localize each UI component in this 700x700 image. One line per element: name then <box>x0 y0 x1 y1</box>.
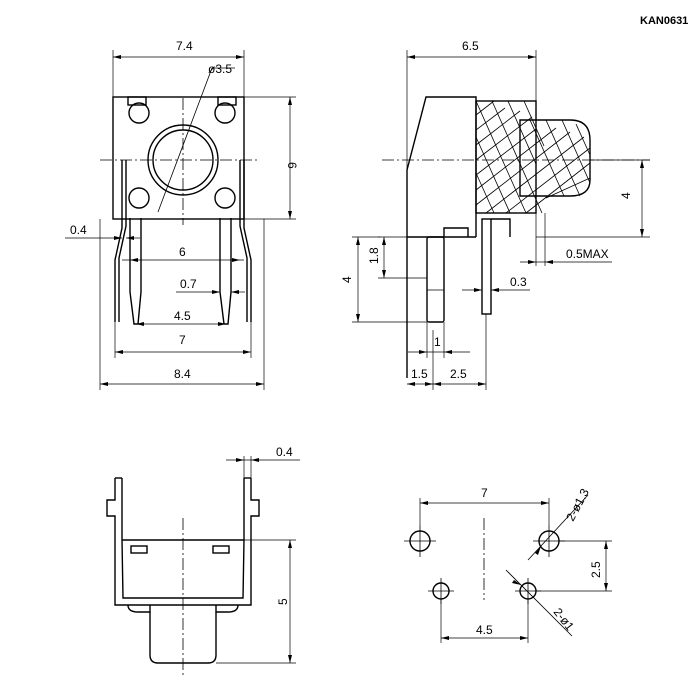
large-hole-leader <box>527 494 589 561</box>
side-body-outline <box>406 96 477 237</box>
dim-overall-width-label: 8.4 <box>174 367 191 381</box>
corner-hole-bl <box>128 187 150 209</box>
pin-left-outer <box>114 160 123 322</box>
side-plunger <box>475 100 591 214</box>
side-lead-left <box>426 236 445 323</box>
corner-hole-tr <box>214 102 236 124</box>
pin-right-inner <box>219 218 232 325</box>
dim-pin-width-label: 0.7 <box>180 277 197 291</box>
corner-pad-tl <box>127 96 147 106</box>
dim-side-height-label: 4 <box>619 192 633 199</box>
dim-pin-thickness-label: 0.4 <box>70 223 87 237</box>
side-view: 6.5 4 0.5MAX 1.8 4 0.3 <box>340 39 650 390</box>
diameter-label: ø3.5 <box>208 62 232 76</box>
dim-max-gap-label: 0.5MAX <box>566 247 609 261</box>
footprint-view: 7 2-ø1.3 2.5 2-ø1 4.5 <box>404 486 612 643</box>
large-holes-label: 2-ø1.3 <box>563 486 592 523</box>
dim-small-hole-spacing-label: 4.5 <box>476 623 493 637</box>
small-holes-label: 2-ø1 <box>551 605 577 633</box>
switch-body-outline <box>112 96 245 220</box>
dim-hole-spacing-y-label: 2.5 <box>589 561 603 578</box>
dim-pin-spacing-inner-label: 6 <box>179 245 186 259</box>
top-view: ø3.5 7.4 6 0.4 6 <box>65 39 299 390</box>
dim-height-label: 6 <box>285 162 299 169</box>
diameter-leader <box>157 67 213 213</box>
dim-side-length-label: 6.5 <box>462 39 479 53</box>
dim-offset-a-label: 1.5 <box>411 367 428 381</box>
pin-right-outer <box>243 160 252 322</box>
dim-lead-thickness-label: 0.3 <box>510 275 527 289</box>
dim-pin-spacing-tip-label: 4.5 <box>174 309 191 323</box>
corner-hole-br <box>214 187 236 209</box>
front-view: 0.4 5 <box>106 445 300 675</box>
part-code: KAN0631 <box>640 15 688 27</box>
dim-lead-length-label: 4 <box>340 276 354 283</box>
small-hole-leader <box>505 569 573 637</box>
dim-pin-spacing-outer-label: 7 <box>179 333 186 347</box>
side-lead-right <box>481 218 492 315</box>
corner-hole-tl <box>128 102 150 124</box>
pin-left-inner <box>129 218 142 325</box>
front-pad-right <box>212 545 230 554</box>
dim-offset-b-label: 2.5 <box>450 367 467 381</box>
front-pad-left <box>130 545 148 554</box>
dim-lead-height-label: 1.8 <box>367 247 381 264</box>
corner-pad-tr <box>217 96 237 106</box>
dim-hole-spacing-x-label: 7 <box>481 486 488 500</box>
dim-front-height-label: 5 <box>276 598 290 605</box>
dim-lead-width-label: 1 <box>434 335 441 349</box>
dim-front-pin-thickness-label: 0.4 <box>276 445 293 459</box>
dim-width-label: 7.4 <box>176 39 193 53</box>
plunger-hatch <box>475 100 591 214</box>
